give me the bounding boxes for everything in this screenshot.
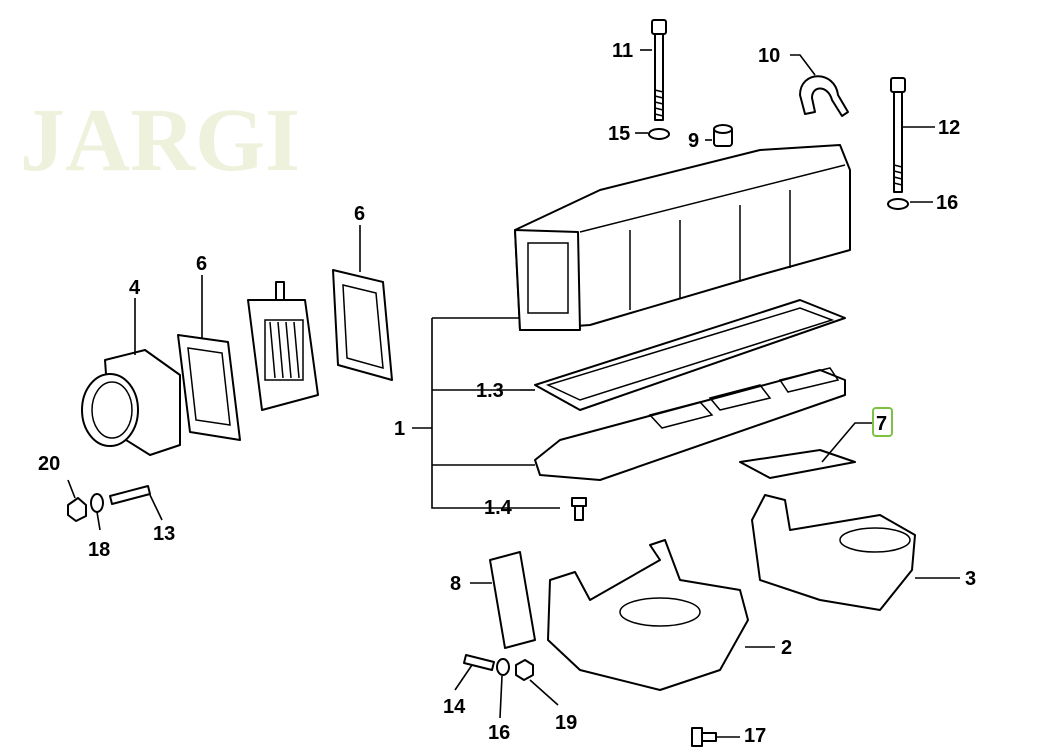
- callout-6[interactable]: 6: [196, 253, 207, 275]
- callout-6[interactable]: 6: [354, 203, 365, 225]
- stud-14[interactable]: [463, 654, 495, 671]
- screw-17[interactable]: [691, 727, 717, 747]
- nut-19[interactable]: [515, 659, 534, 681]
- watermark: JARGI: [20, 91, 300, 190]
- callout-3[interactable]: 3: [965, 568, 976, 590]
- gasket-6-left[interactable]: [177, 334, 241, 441]
- callout-16[interactable]: 16: [936, 192, 958, 214]
- callout-4[interactable]: 4: [129, 277, 141, 299]
- washer-18[interactable]: [90, 493, 104, 513]
- gasket-8[interactable]: [489, 551, 536, 649]
- exhaust-manifold[interactable]: [514, 144, 851, 331]
- leader-lines: [67, 49, 960, 738]
- nut-20[interactable]: [67, 497, 87, 522]
- callout-2[interactable]: 2: [781, 637, 792, 659]
- callout-1[interactable]: 1: [394, 418, 405, 440]
- washer-16b[interactable]: [496, 658, 510, 676]
- callout-8[interactable]: 8: [450, 573, 461, 595]
- callout-9[interactable]: 9: [688, 130, 699, 152]
- screw-1-4[interactable]: [571, 497, 587, 521]
- callout-13[interactable]: 13: [153, 523, 175, 545]
- spacer-9[interactable]: [713, 124, 733, 147]
- callout-11[interactable]: 11: [612, 40, 633, 62]
- washer-16[interactable]: [887, 198, 909, 210]
- heat-exchanger[interactable]: [247, 281, 319, 411]
- callout-20[interactable]: 20: [38, 453, 60, 475]
- highlight-box-7: [872, 407, 893, 437]
- callout-1-4[interactable]: 1.4: [484, 497, 513, 519]
- callout-10[interactable]: 10: [758, 45, 780, 67]
- clamp-10[interactable]: [799, 75, 849, 117]
- gasket-7[interactable]: [739, 449, 856, 479]
- callout-14[interactable]: 14: [443, 696, 466, 718]
- callout-16[interactable]: 16: [488, 722, 510, 744]
- callout-17[interactable]: 17: [744, 725, 766, 747]
- bolt-11[interactable]: [651, 19, 667, 121]
- stud-13[interactable]: [109, 485, 151, 505]
- washer-15[interactable]: [648, 128, 670, 140]
- callout-7[interactable]: 7: [876, 413, 887, 435]
- manifold-base-plate[interactable]: [534, 367, 846, 481]
- callout-15[interactable]: 15: [608, 123, 630, 145]
- callout-12[interactable]: 12: [938, 117, 960, 139]
- callout-18[interactable]: 18: [88, 539, 110, 561]
- callout-1-3[interactable]: 1.3: [476, 380, 504, 402]
- flange-elbow-4[interactable]: [81, 349, 181, 456]
- elbow-3[interactable]: [751, 494, 916, 611]
- gasket-6-right[interactable]: [332, 269, 393, 381]
- callout-19[interactable]: 19: [555, 712, 577, 734]
- gasket-1-3[interactable]: [534, 299, 846, 411]
- bolt-12[interactable]: [890, 77, 906, 193]
- elbow-2[interactable]: [547, 539, 749, 691]
